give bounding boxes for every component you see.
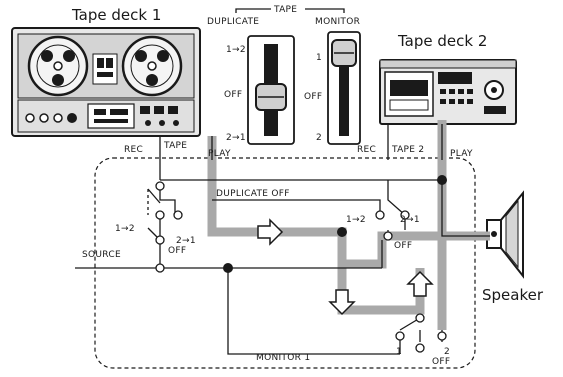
mid-switch-off-label: OFF [394,241,412,251]
duplicate-position-1to2: 1→2 [226,45,246,55]
tape-deck-1-title: Tape deck 1 [71,6,161,24]
monitor-1-label: MONITOR 1 [256,353,310,363]
duplicate-switch[interactable] [247,35,295,145]
bottom-2-label: 2 [444,347,450,357]
source-label: SOURCE [82,250,121,260]
left-switch-1to2-label: 1→2 [115,224,135,234]
bottom-off-label: OFF [432,357,450,367]
left-switch-off-label: OFF [168,246,186,256]
tape-deck-2-illustration [379,59,517,125]
monitor-position-2: 2 [316,133,322,143]
tape-header-label: TAPE [273,5,297,15]
rec-label-left: REC [124,145,143,155]
signal-arrow-right [257,218,284,246]
speaker-icon [486,190,524,279]
duplicate-off-label: DUPLICATE OFF [216,189,290,199]
receiver-outline [94,157,476,369]
tape-deck-1-meters [92,53,118,85]
right-reel-icon [121,35,183,97]
mid-switch-1to2-label: 1→2 [346,215,366,225]
left-reel-icon [27,35,89,97]
left-switch-2to1-label: 2→1 [176,236,196,246]
tape-deck-1-illustration [11,27,201,137]
tape-label-left: TAPE [163,141,187,151]
monitor-switch[interactable] [327,31,361,145]
terminals [155,181,447,353]
play-label-right: PLAY [450,149,473,159]
signal-arrow-up [406,270,434,297]
tape-deck-2-title: Tape deck 2 [397,32,487,50]
rec-label-right: REC [357,145,376,155]
duplicate-switch-title: DUPLICATE [207,17,259,27]
duplicate-position-2to1: 2→1 [226,133,246,143]
tape-deck-1-controls [17,99,195,133]
mid-switch-2to1-label: 2→1 [400,215,420,225]
bottom-1-label: 1 [396,347,402,357]
monitor-position-1: 1 [316,53,322,63]
duplicate-position-off: OFF [224,90,242,100]
speaker-label: Speaker [482,286,544,304]
junction-dots [223,175,447,273]
tape-switch-header: TAPE DUPLICATE MONITOR [207,5,360,27]
signal-path-highlight [207,120,490,330]
tape-deck-2-display [438,72,472,84]
tape-2-label: TAPE 2 [391,145,424,155]
play-label-left: PLAY [208,149,231,159]
monitor-switch-title: MONITOR [315,17,360,27]
monitor-position-off: OFF [304,92,322,102]
signal-arrow-down [328,289,356,316]
